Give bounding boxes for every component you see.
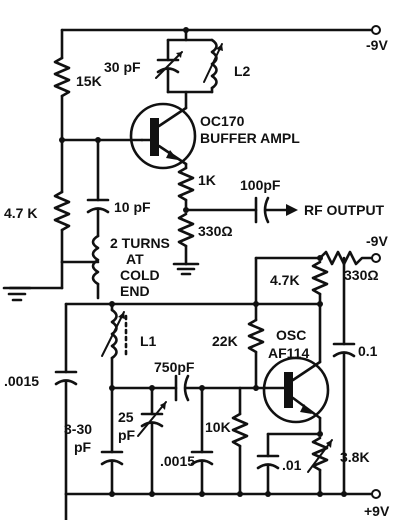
resistor-10k	[231, 412, 249, 448]
cap-3-30-plate-b	[100, 459, 124, 466]
oc170-collector-lead	[157, 106, 188, 128]
label-100pf: 100pF	[240, 177, 281, 193]
osc-supply-terminal	[371, 253, 381, 263]
osc-supply-label: -9V	[366, 233, 388, 249]
label-330-buffer: 330Ω	[198, 223, 233, 239]
transistor-af114-body	[262, 356, 330, 424]
tank-cap-variable-arrow	[155, 51, 183, 79]
oc170-emitter-arrow	[166, 150, 178, 160]
label-osc: OSC	[276, 327, 306, 343]
resistor-4k7-osc	[311, 260, 329, 296]
label-10k: 10K	[205, 419, 231, 435]
label-1k: 1K	[198, 172, 216, 188]
resistor-3k8-arrow	[307, 439, 333, 473]
label-3-30-unit: pF	[74, 439, 92, 455]
tank-cap-plate-b	[156, 67, 180, 74]
label-oc170: OC170	[200, 113, 245, 129]
label-01: .01	[282, 457, 302, 473]
label-3k8: 3.8K	[340, 449, 370, 465]
resistor-1k	[177, 166, 195, 202]
label-l2: L2	[234, 63, 251, 79]
bottom-supply-terminal	[371, 489, 381, 499]
af114-emitter-arrow	[300, 404, 312, 414]
label-4k7-buffer: 4.7 K	[4, 205, 37, 221]
label-0015-left: .0015	[4, 373, 39, 389]
label-turns-3: COLD	[120, 267, 160, 283]
resistor-4k7-buffer	[53, 190, 71, 232]
label-4k7-osc: 4.7K	[270, 272, 300, 288]
resistor-330-osc	[318, 250, 374, 266]
label-25: 25	[118, 409, 134, 425]
label-turns-2: AT	[126, 251, 144, 267]
label-0-1: 0.1	[358, 343, 378, 359]
cap-01-plate-b	[256, 463, 280, 470]
label-0015-shunt: .0015	[160, 453, 195, 469]
label-turns-4: END	[120, 283, 150, 299]
label-buffer-ampl: BUFFER AMPL	[200, 130, 300, 146]
label-330-osc: 330Ω	[344, 267, 379, 283]
bottom-supply-label: +9V	[364, 503, 390, 519]
top-supply-label: -9V	[366, 37, 388, 53]
label-25-unit: pF	[118, 427, 136, 443]
label-l1: L1	[140, 333, 157, 349]
af114-base-bar	[284, 372, 293, 408]
cap-0-1-plate-b	[332, 351, 356, 358]
label-22k: 22K	[212, 333, 238, 349]
cap-0015-plate-b	[190, 459, 214, 466]
resistor-15k	[53, 56, 71, 98]
label-750pf: 750pF	[154, 359, 195, 375]
coupling-coil	[91, 234, 100, 286]
top-supply-terminal	[371, 25, 381, 35]
label-rf-output: RF OUTPUT	[304, 202, 385, 218]
label-3-30: 3-30	[64, 421, 92, 437]
rf-output-arrow	[286, 204, 298, 216]
label-10pf: 10 pF	[114, 199, 151, 215]
l1-tuning-arrow	[101, 311, 125, 357]
cap-left-plate-b	[54, 379, 78, 386]
label-30pf: 30 pF	[104, 59, 141, 75]
resistor-22k	[247, 318, 265, 354]
resistor-330-buffer	[177, 212, 195, 248]
cap-25pf-trim-arrow	[137, 401, 167, 437]
label-15k: 15K	[76, 73, 102, 89]
oc170-base-bar	[150, 118, 159, 156]
label-af114: AF114	[268, 345, 309, 361]
af114-collector-lead	[291, 360, 322, 382]
l2-tuning-arrow	[203, 43, 223, 83]
cap-25pf-plate-b	[140, 421, 164, 428]
label-turns-1: 2 TURNS	[110, 235, 170, 251]
capacitor-10pf-plate-b	[86, 207, 110, 214]
transistor-oc170-body	[129, 102, 197, 170]
resistor-3k8	[311, 436, 329, 472]
